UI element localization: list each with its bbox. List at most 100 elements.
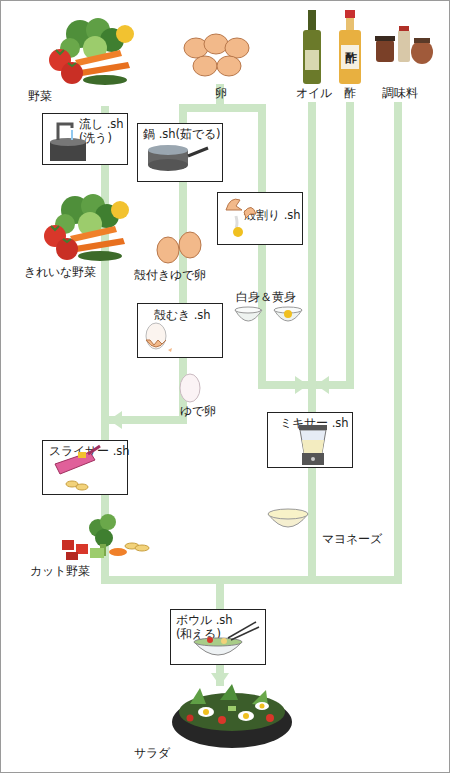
cracking-egg-icon-part (233, 227, 243, 237)
peeled-egg (180, 374, 200, 402)
salad-bowl-part (266, 714, 274, 722)
salad-bowl-part (179, 693, 285, 731)
cut-vegetables-part (90, 548, 104, 558)
item-caption: 卵 (215, 86, 227, 100)
item-caption: サラダ (134, 746, 170, 760)
flow-connector (262, 328, 312, 412)
flow-pass-through-part (308, 502, 316, 552)
boiled-egg-in-shell (157, 232, 201, 263)
flow-pass-through (105, 84, 312, 578)
clean-vegetable-illustration (44, 194, 129, 261)
slicer-icon (55, 446, 100, 490)
flow-connector (105, 165, 106, 196)
flow-connector (183, 100, 220, 123)
mayonnaise-bowl (268, 509, 308, 527)
mixing-bowl-icon-part (207, 637, 213, 643)
mayonnaise-bowl-part (268, 509, 308, 519)
flow-line (105, 578, 220, 609)
flow-line (262, 328, 312, 412)
item-caption: マヨネーズ (322, 532, 382, 546)
flow-line (101, 495, 109, 512)
flow-line (308, 468, 316, 502)
mixer-icon (299, 425, 327, 465)
sink-icon (50, 124, 86, 161)
sink-icon-part (58, 124, 72, 140)
mixing-bowl-icon-part (231, 627, 259, 640)
flow-line (183, 100, 220, 123)
peeled-egg-part (180, 374, 200, 402)
flow-line (312, 102, 350, 412)
cut-vegetables-part (100, 514, 116, 530)
white-and-yolk-bowls-part (274, 310, 302, 321)
flow-connector (312, 102, 350, 412)
script-label: ボウル .sh (和える) (176, 613, 234, 641)
egg-illustration-part (225, 38, 249, 58)
process-box: ミキサー .sh (267, 412, 353, 468)
cut-vegetables-part (89, 519, 107, 537)
egg-illustration-part (184, 38, 208, 58)
salad-bowl-part (190, 688, 206, 704)
salad-bowl-part (255, 702, 269, 710)
egg-illustration-part (193, 56, 217, 76)
seasoning-jars-part (376, 40, 394, 62)
oil-bottle (303, 10, 321, 84)
script-label: 鍋 .sh(茹でる) (143, 127, 221, 141)
vinegar-bottle-part (346, 18, 354, 32)
salad-bowl-part (172, 696, 292, 748)
cracking-egg-icon (226, 199, 256, 237)
salad-bowl-part (198, 707, 214, 717)
ingredient-item: きれいな野菜 (22, 196, 132, 280)
oil-bottle-part (303, 30, 321, 84)
flow-connector (183, 358, 184, 368)
process-box: 鍋 .sh(茹でる) (137, 123, 223, 182)
flow-pass-through-part (101, 512, 109, 578)
item-caption: 殻付きゆで卵 (134, 268, 206, 282)
seasoning-jars-part (411, 40, 433, 64)
cut-vegetables-part (109, 548, 127, 556)
flow-connector (262, 245, 263, 290)
ingredient-item: オイル (296, 6, 330, 102)
flow-connector (220, 100, 262, 192)
white-and-yolk-bowls-part (274, 307, 302, 313)
salad-bowl-part (238, 711, 254, 721)
item-caption: 酢 (344, 86, 356, 100)
mayonnaise-bowl-part (268, 514, 308, 527)
sink-icon-part (71, 130, 73, 140)
mixer-icon-part (302, 440, 324, 453)
script-label: 殻割り .sh (244, 208, 301, 222)
cut-vegetables-part (125, 543, 139, 549)
process-box: 流し .sh (洗う) (42, 113, 128, 165)
oil-bottle-part (305, 50, 319, 70)
mixer-icon-part (300, 430, 326, 453)
salad-bowl-part (187, 715, 194, 722)
mixing-bowl-icon-part (228, 622, 256, 638)
sink-icon-part (50, 142, 86, 161)
slicer-icon-part (55, 452, 95, 474)
mixing-bowl-icon-part (194, 642, 242, 655)
flow-line (101, 165, 109, 196)
boiled-egg-in-shell-part (179, 232, 201, 258)
slicer-icon-part (88, 446, 100, 454)
item-caption: 調味料 (382, 86, 418, 100)
salad-bowl-part (220, 684, 238, 700)
vinegar-bottle-part (339, 30, 361, 84)
flow-line (258, 245, 266, 290)
ingredient-item: 酢 (336, 6, 364, 102)
vinegar-bottle-part (341, 45, 359, 69)
mixing-bowl-icon-part (194, 638, 242, 646)
script-label: ミキサー .sh (280, 416, 349, 430)
pot-icon-part (148, 159, 188, 171)
flow-line (101, 106, 109, 113)
seasoning-jars-part (398, 30, 410, 62)
cut-vegetables-part (76, 544, 88, 554)
salad-bowl-part (252, 690, 268, 706)
ingredient-item: マヨネーズ (264, 502, 388, 552)
bottle-label: 酢 (345, 51, 357, 65)
salad-bowl (172, 684, 292, 748)
salad-bowl-part (260, 704, 265, 709)
peeling-egg-icon (146, 323, 172, 352)
arrow-head (211, 673, 229, 686)
salad-bowl-part (218, 716, 226, 724)
